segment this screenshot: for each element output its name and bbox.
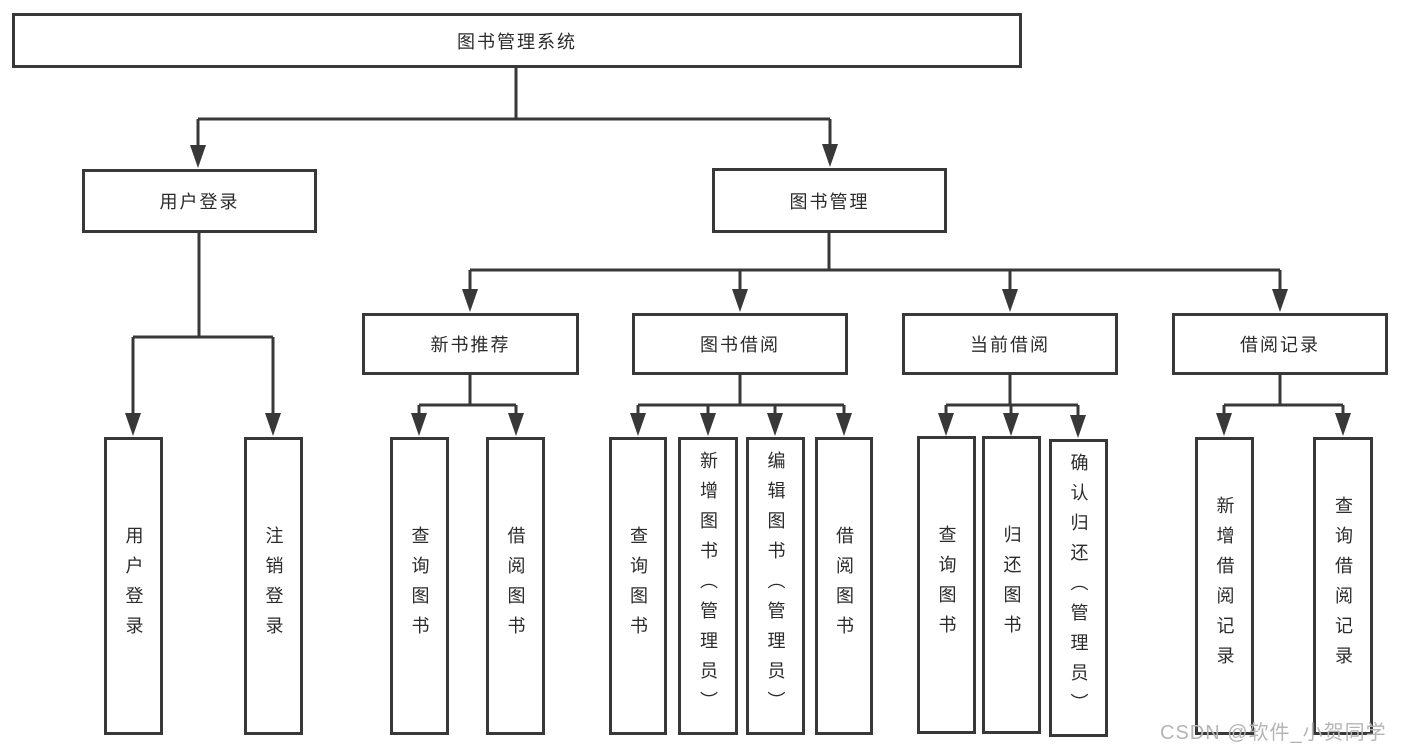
connector-book-management	[468, 233, 1282, 293]
connector-current-borrowing	[944, 375, 1080, 419]
leaf-logout: 注销登录	[244, 437, 303, 735]
connector-book-borrowing	[636, 375, 846, 417]
leaf-return-books: 归还图书	[982, 436, 1041, 734]
leaf-query-books-borrowing: 查询图书	[609, 437, 667, 735]
leaf-user-login: 用户登录	[104, 437, 163, 735]
leaf-query-books-current: 查询图书	[917, 436, 976, 734]
connector-root	[196, 68, 832, 149]
leaf-borrow-books-recommend: 借阅图书	[486, 437, 545, 735]
leaf-add-borrow-record: 新增借阅记录	[1195, 437, 1254, 735]
connector-new-book-recommend	[417, 375, 518, 417]
watermark-text: CSDN @软件_小贺同学	[1160, 722, 1387, 744]
node-book-borrowing: 图书借阅	[632, 313, 848, 375]
leaf-query-books-recommend: 查询图书	[390, 437, 449, 735]
node-root: 图书管理系统	[12, 13, 1022, 68]
node-book-management: 图书管理	[712, 168, 947, 233]
node-borrowing-records: 借阅记录	[1172, 313, 1388, 375]
leaf-edit-book-admin: 编辑图书（管理员）	[746, 437, 805, 735]
node-new-book-recommend: 新书推荐	[362, 313, 579, 375]
leaf-confirm-return-admin: 确认归还（管理员）	[1049, 439, 1108, 737]
node-user-login: 用户登录	[82, 169, 317, 233]
connector-user-login	[131, 233, 275, 416]
leaf-query-borrow-record: 查询借阅记录	[1313, 437, 1373, 735]
connector-borrowing-records	[1222, 375, 1345, 417]
leaf-borrow-books-borrowing: 借阅图书	[815, 437, 873, 735]
leaf-add-book-admin: 新增图书（管理员）	[678, 437, 738, 735]
node-current-borrowing: 当前借阅	[902, 313, 1118, 375]
